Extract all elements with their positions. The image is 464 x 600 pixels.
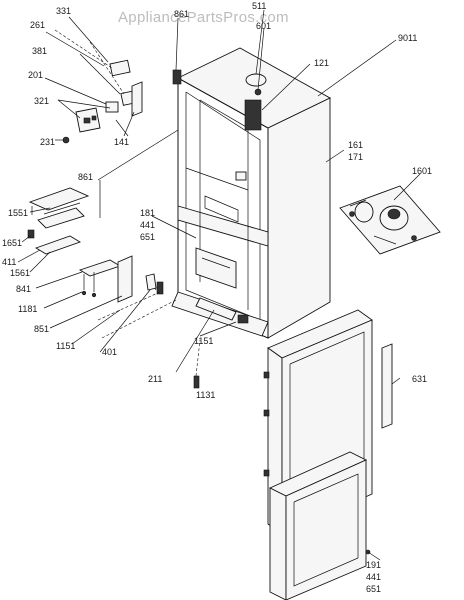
callout-181: 181 — [140, 208, 155, 218]
control-housing-group — [54, 29, 143, 144]
callout-441-upper: 441 — [140, 220, 155, 230]
callout-1131: 1131 — [196, 390, 215, 400]
callout-861-top: 861 — [174, 9, 189, 19]
callout-261: 261 — [30, 20, 45, 30]
callout-401: 401 — [102, 347, 117, 357]
refrigerator-cabinet — [156, 47, 331, 339]
callout-1561: 1561 — [10, 268, 30, 278]
callout-1151-right: 1151 — [194, 336, 213, 346]
callout-211: 211 — [148, 374, 162, 384]
callout-851: 851 — [34, 324, 49, 334]
callout-511: 511 — [252, 1, 266, 11]
callout-441-lower: 441 — [366, 572, 381, 582]
drain-tube-group — [97, 255, 237, 389]
callout-1601: 1601 — [412, 166, 432, 176]
callout-141: 141 — [114, 137, 129, 147]
callout-9011: 9011 — [398, 33, 417, 43]
callout-1181: 1181 — [18, 304, 37, 314]
callout-1551: 1551 — [8, 208, 28, 218]
callout-121: 121 — [314, 58, 329, 68]
callout-labels: 331 261 381 201 321 231 141 861 511 601 … — [2, 1, 432, 594]
callout-631: 631 — [412, 374, 427, 384]
leader-lines — [17, 9, 421, 561]
callout-381: 381 — [32, 46, 47, 56]
callout-331: 331 — [56, 6, 71, 16]
compressor-assembly — [339, 185, 441, 255]
callout-1151-left: 1151 — [56, 341, 75, 351]
callout-651-lower: 651 — [366, 584, 381, 594]
callout-1651: 1651 — [2, 238, 22, 248]
callout-841: 841 — [16, 284, 31, 294]
freezer-door — [268, 451, 371, 600]
callout-651-upper: 651 — [140, 232, 155, 242]
callout-601: 601 — [256, 21, 271, 31]
callout-161: 161 — [348, 140, 363, 150]
callout-321: 321 — [34, 96, 49, 106]
callout-191: 191 — [366, 560, 381, 570]
callout-861-mid: 861 — [78, 172, 93, 182]
callout-231: 231 — [40, 137, 55, 147]
callout-201: 201 — [28, 70, 43, 80]
ice-maker-bracket-group — [27, 180, 122, 298]
watermark: AppliancePartsPros.com — [118, 9, 289, 26]
callout-171: 171 — [348, 152, 363, 162]
callout-411: 411 — [2, 257, 16, 267]
